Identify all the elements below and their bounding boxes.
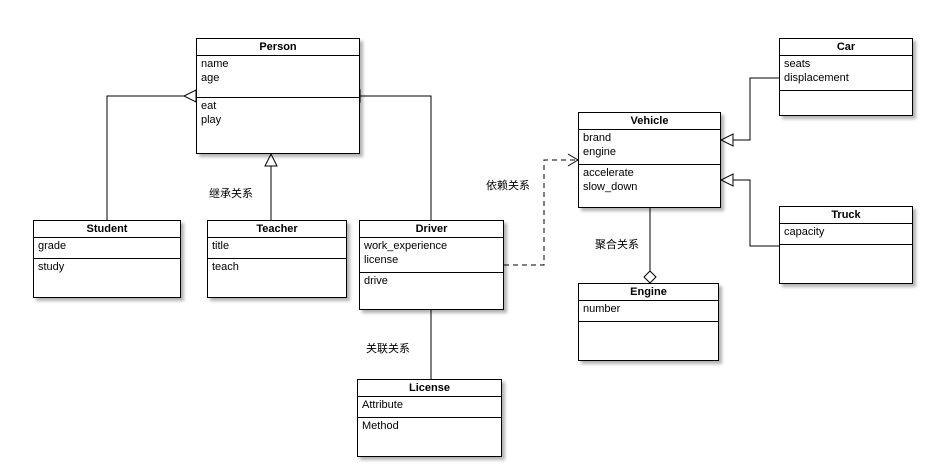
class-methods: teach — [208, 259, 346, 299]
class-title: Vehicle — [579, 113, 720, 130]
attribute: license — [364, 254, 399, 266]
class-methods: accelerate slow_down — [579, 165, 720, 209]
edge-label-inheritance: 继承关系 — [209, 188, 253, 200]
class-title: Driver — [360, 221, 503, 238]
arrowhead-student-person — [182, 89, 197, 103]
attribute: displacement — [784, 72, 849, 84]
class-title: Truck — [780, 207, 912, 224]
class-title: Person — [197, 39, 359, 56]
class-attributes: name age — [197, 56, 359, 98]
arrowhead-car-vehicle — [719, 133, 734, 147]
class-attributes: grade — [34, 238, 180, 259]
diamond-engine-vehicle-aggregation — [643, 270, 657, 284]
attribute: grade — [38, 240, 67, 252]
attribute: name — [201, 58, 229, 70]
uml-class-student[interactable]: Student grade study — [33, 220, 181, 298]
class-attributes: capacity — [780, 224, 912, 245]
method: play — [201, 114, 222, 126]
class-methods — [579, 322, 718, 362]
edge-label-aggregation: 聚合关系 — [595, 239, 639, 251]
uml-class-vehicle[interactable]: Vehicle brand engine accelerate slow_dow… — [578, 112, 721, 208]
class-attributes: number — [579, 301, 718, 322]
class-title: License — [358, 380, 501, 397]
class-methods — [780, 91, 912, 117]
class-attributes: brand engine — [579, 130, 720, 165]
edge-label-association: 关联关系 — [366, 343, 410, 355]
attribute: age — [201, 72, 220, 84]
method: accelerate — [583, 167, 634, 179]
edge-driver-vehicle-dependency — [504, 159, 578, 266]
class-attributes: work_experience license — [360, 238, 503, 273]
attribute: capacity — [784, 226, 825, 238]
class-title: Car — [780, 39, 912, 56]
attribute: brand — [583, 132, 612, 144]
class-methods: study — [34, 259, 180, 299]
uml-class-driver[interactable]: Driver work_experience license drive — [359, 220, 504, 310]
class-attributes: seats displacement — [780, 56, 912, 91]
attribute: title — [212, 240, 230, 252]
method: Method — [362, 420, 399, 432]
attribute: seats — [784, 58, 811, 70]
class-attributes: Attribute — [358, 397, 501, 418]
attribute: engine — [583, 146, 617, 158]
class-title: Student — [34, 221, 180, 238]
method: study — [38, 261, 65, 273]
class-title: Teacher — [208, 221, 346, 238]
uml-class-person[interactable]: Person name age eat play — [196, 38, 360, 154]
arrowhead-truck-vehicle — [719, 173, 734, 187]
edge-driver-person — [360, 95, 432, 220]
attribute: work_experience — [364, 240, 448, 252]
uml-class-truck[interactable]: Truck capacity — [779, 206, 913, 284]
class-methods: drive — [360, 273, 503, 311]
edge-car-vehicle — [721, 77, 779, 141]
uml-class-license[interactable]: License Attribute Method — [357, 379, 502, 457]
class-methods: eat play — [197, 98, 359, 154]
uml-class-teacher[interactable]: Teacher title teach — [207, 220, 347, 298]
edge-student-person — [106, 95, 196, 220]
edge-label-dependency: 依赖关系 — [486, 180, 530, 192]
class-title: Engine — [579, 284, 718, 301]
uml-class-engine[interactable]: Engine number — [578, 283, 719, 361]
edge-truck-vehicle — [721, 179, 779, 247]
method: eat — [201, 100, 217, 112]
attribute: Attribute — [362, 399, 403, 411]
method: teach — [212, 261, 239, 273]
attribute: number — [583, 303, 621, 315]
class-methods — [780, 245, 912, 285]
method: drive — [364, 275, 388, 287]
method: slow_down — [583, 181, 638, 193]
arrowhead-teacher-person — [264, 152, 278, 167]
class-methods: Method — [358, 418, 501, 458]
class-attributes: title — [208, 238, 346, 259]
uml-class-car[interactable]: Car seats displacement — [779, 38, 913, 116]
